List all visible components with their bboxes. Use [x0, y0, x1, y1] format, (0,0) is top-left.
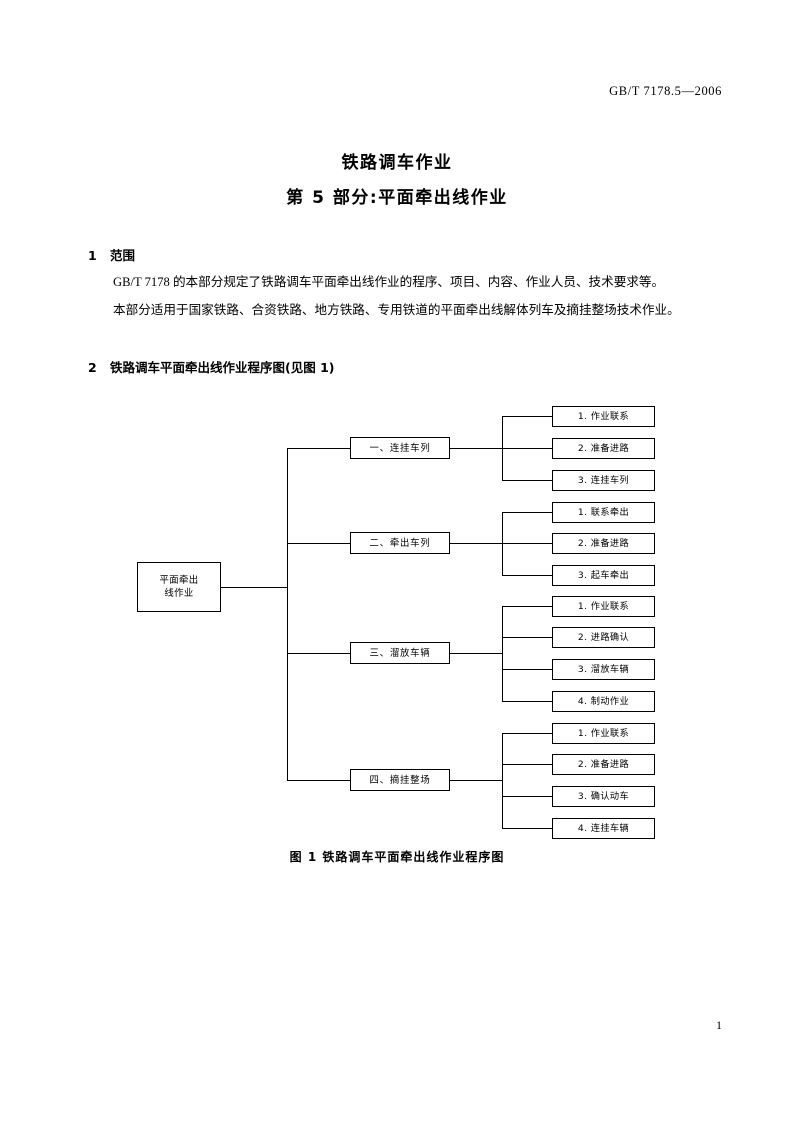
clause-1-heading: 1 范围	[88, 245, 135, 264]
flowchart-step-node: 2. 准备进路	[552, 533, 655, 554]
connector-branch-3-step-3	[502, 669, 552, 671]
flowchart-step-node: 3. 连挂车列	[552, 470, 655, 491]
connector-branch-4-step-1	[502, 733, 552, 735]
root-node-line2: 线作业	[164, 588, 194, 599]
connector-branch-3-step-2	[502, 637, 552, 639]
connector-branch-3-step-4	[502, 701, 552, 703]
flowchart-step-node: 1. 作业联系	[552, 406, 655, 427]
connector-root-horizontal	[221, 587, 288, 589]
flowchart-branch-node-3: 三、溜放车辆	[350, 642, 450, 664]
connector-branch-3-horizontal	[450, 653, 503, 655]
connector-branch-3-spine	[502, 606, 504, 701]
flowchart-step-node: 2. 准备进路	[552, 754, 655, 775]
flowchart-step-node: 2. 进路确认	[552, 627, 655, 648]
connector-branch-4-horizontal	[450, 780, 503, 782]
flowchart-branch-node-1: 一、连挂车列	[350, 437, 450, 459]
connector-branch-4-step-2	[502, 764, 552, 766]
page-number: 1	[716, 1018, 722, 1032]
flowchart-step-node: 3. 溜放车辆	[552, 659, 655, 680]
standard-number-text: GB/T 7178.5—2006	[609, 84, 722, 98]
flowchart-branch-node-4: 四、摘挂整场	[350, 769, 450, 791]
connector-spine-to-branch-1	[287, 448, 350, 450]
connector-main-spine	[287, 448, 289, 781]
connector-branch-4-step-3	[502, 796, 552, 798]
connector-branch-1-horizontal	[450, 448, 503, 450]
clause-1-paragraph-2: 本部分适用于国家铁路、合资铁路、地方铁路、专用铁道的平面牵出线解体列车及摘挂整场…	[113, 303, 680, 317]
root-node-line1: 平面牵出	[159, 575, 199, 586]
connector-branch-1-step-1	[502, 416, 552, 418]
connector-branch-1-step-3	[502, 480, 552, 482]
flowchart-step-node: 2. 准备进路	[552, 438, 655, 459]
clause-2-number: 2	[88, 360, 97, 375]
connector-spine-to-branch-2	[287, 543, 350, 545]
figure-caption: 图 1 铁路调车平面牵出线作业程序图	[289, 850, 505, 864]
connector-branch-2-step-1	[502, 512, 552, 514]
document-title-line1: 铁路调车作业	[341, 153, 453, 173]
flowchart-root-node: 平面牵出 线作业	[137, 562, 221, 612]
clause-2-title: 铁路调车平面牵出线作业程序图(见图 1)	[110, 360, 335, 375]
standard-number-header: GB/T 7178.5—2006	[609, 84, 722, 99]
connector-branch-4-spine	[502, 733, 504, 828]
flowchart-step-node: 1. 作业联系	[552, 723, 655, 744]
connector-branch-4-step-4	[502, 828, 552, 830]
flowchart-step-node: 1. 联系牵出	[552, 502, 655, 523]
connector-branch-2-horizontal	[450, 543, 503, 545]
flowchart-branch-node-2: 二、牵出车列	[350, 532, 450, 554]
connector-spine-to-branch-4	[287, 780, 350, 782]
clause-2-heading: 2 铁路调车平面牵出线作业程序图(见图 1)	[88, 357, 334, 376]
flowchart-step-node: 4. 连挂车辆	[552, 818, 655, 839]
connector-branch-2-step-3	[502, 575, 552, 577]
clause-1-paragraph-1: GB/T 7178 的本部分规定了铁路调车平面牵出线作业的程序、项目、内容、作业…	[113, 275, 665, 289]
clause-1-title: 范围	[110, 248, 136, 263]
clause-1-number: 1	[88, 248, 97, 263]
flowchart-step-node: 1. 作业联系	[552, 596, 655, 617]
connector-branch-2-step-2	[502, 543, 552, 545]
flowchart-step-node: 3. 起车牵出	[552, 565, 655, 586]
connector-spine-to-branch-3	[287, 653, 350, 655]
flowchart-step-node: 4. 制动作业	[552, 691, 655, 712]
connector-branch-3-step-1	[502, 606, 552, 608]
flowchart-step-node: 3. 确认动车	[552, 786, 655, 807]
connector-branch-1-step-2	[502, 448, 552, 450]
document-title-line2: 第 5 部分:平面牵出线作业	[286, 188, 508, 208]
